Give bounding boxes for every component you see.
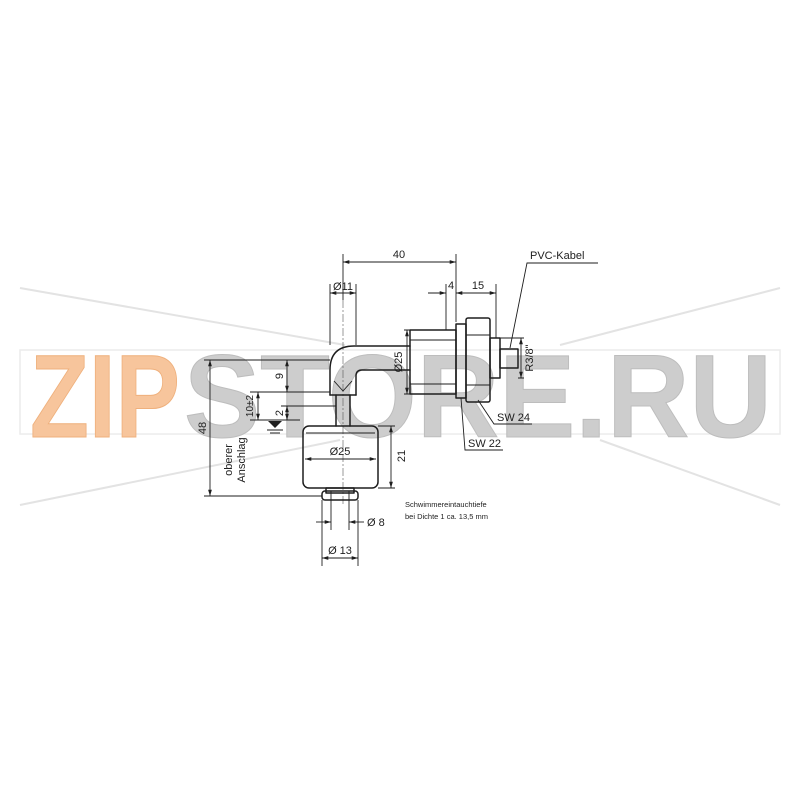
dimension-body-diameter-label: Ø25 bbox=[393, 352, 405, 373]
dimension-stop-large: Ø 13 bbox=[321, 500, 359, 566]
dimension-4-label: 4 bbox=[448, 280, 454, 292]
dimension-40-label: 40 bbox=[393, 249, 405, 261]
dimension-9: 9 bbox=[274, 360, 289, 392]
dimension-4-15: 4 15 bbox=[428, 280, 497, 338]
dimension-2: 2 bbox=[274, 406, 289, 420]
dimension-stop-small-label: Ø 8 bbox=[367, 517, 385, 529]
dimension-thread: R3/8" bbox=[500, 337, 536, 379]
dimension-switch-point-label: 10±2 bbox=[245, 394, 256, 417]
dimension-stem-diameter-label: Ø11 bbox=[333, 281, 353, 293]
cable bbox=[499, 348, 519, 369]
callout-cable: PVC-Kabel bbox=[509, 250, 598, 349]
dimension-float-diameter-label: Ø25 bbox=[330, 446, 351, 458]
dimension-40: 40 bbox=[342, 249, 457, 322]
dimension-9-label: 9 bbox=[274, 373, 286, 379]
watermark-line bbox=[559, 287, 781, 346]
upper-stop-label-line-2: Anschlag bbox=[236, 437, 248, 482]
dimension-float-diameter: Ø25 bbox=[305, 446, 376, 461]
dimension-48-label: 48 bbox=[197, 422, 209, 434]
dimension-15-label: 15 bbox=[472, 280, 484, 292]
float-stem bbox=[335, 394, 351, 427]
callout-sw22: SW 22 bbox=[460, 397, 503, 451]
dimension-switch-point: 10±2 bbox=[245, 392, 260, 420]
reference-lines bbox=[204, 359, 336, 497]
watermark-line bbox=[19, 287, 346, 346]
upper-stop-label-line-1: oberer bbox=[223, 444, 235, 476]
watermark-text-store: STORE.RU bbox=[184, 331, 772, 463]
dimension-21: 21 bbox=[378, 425, 408, 489]
bottom-stop bbox=[321, 487, 359, 501]
dimension-48: 48 bbox=[197, 360, 212, 496]
immersion-note-line-1: Schwimmereintauchtiefe bbox=[405, 500, 487, 509]
watermark-line bbox=[599, 439, 781, 506]
upper-stop-label: oberer Anschlag bbox=[223, 437, 248, 482]
liquid-level-icon bbox=[267, 421, 283, 434]
watermark: ZIP STORE.RU bbox=[19, 287, 781, 506]
sw24-label: SW 24 bbox=[497, 412, 530, 424]
watermark-line bbox=[19, 439, 341, 506]
immersion-note-line-2: bei Dichte 1 ca. 13,5 mm bbox=[405, 512, 488, 521]
cable-label: PVC-Kabel bbox=[530, 250, 584, 262]
watermark-text-zip: ZIP bbox=[30, 331, 180, 463]
dimension-body-diameter: Ø25 bbox=[393, 329, 410, 395]
immersion-note: Schwimmereintauchtiefe bei Dichte 1 ca. … bbox=[405, 500, 488, 521]
callout-sw24: SW 24 bbox=[477, 399, 532, 425]
dimension-stop-small: Ø 8 bbox=[316, 500, 385, 530]
thread-label: R3/8" bbox=[524, 344, 536, 371]
dimension-stop-large-label: Ø 13 bbox=[328, 545, 352, 557]
elbow-tube bbox=[329, 345, 411, 396]
sw22-label: SW 22 bbox=[468, 438, 501, 450]
watermark-band bbox=[19, 349, 781, 435]
dimension-stem-diameter: Ø11 bbox=[329, 281, 357, 345]
dimension-21-label: 21 bbox=[396, 450, 408, 462]
dimension-2-label: 2 bbox=[274, 410, 286, 416]
